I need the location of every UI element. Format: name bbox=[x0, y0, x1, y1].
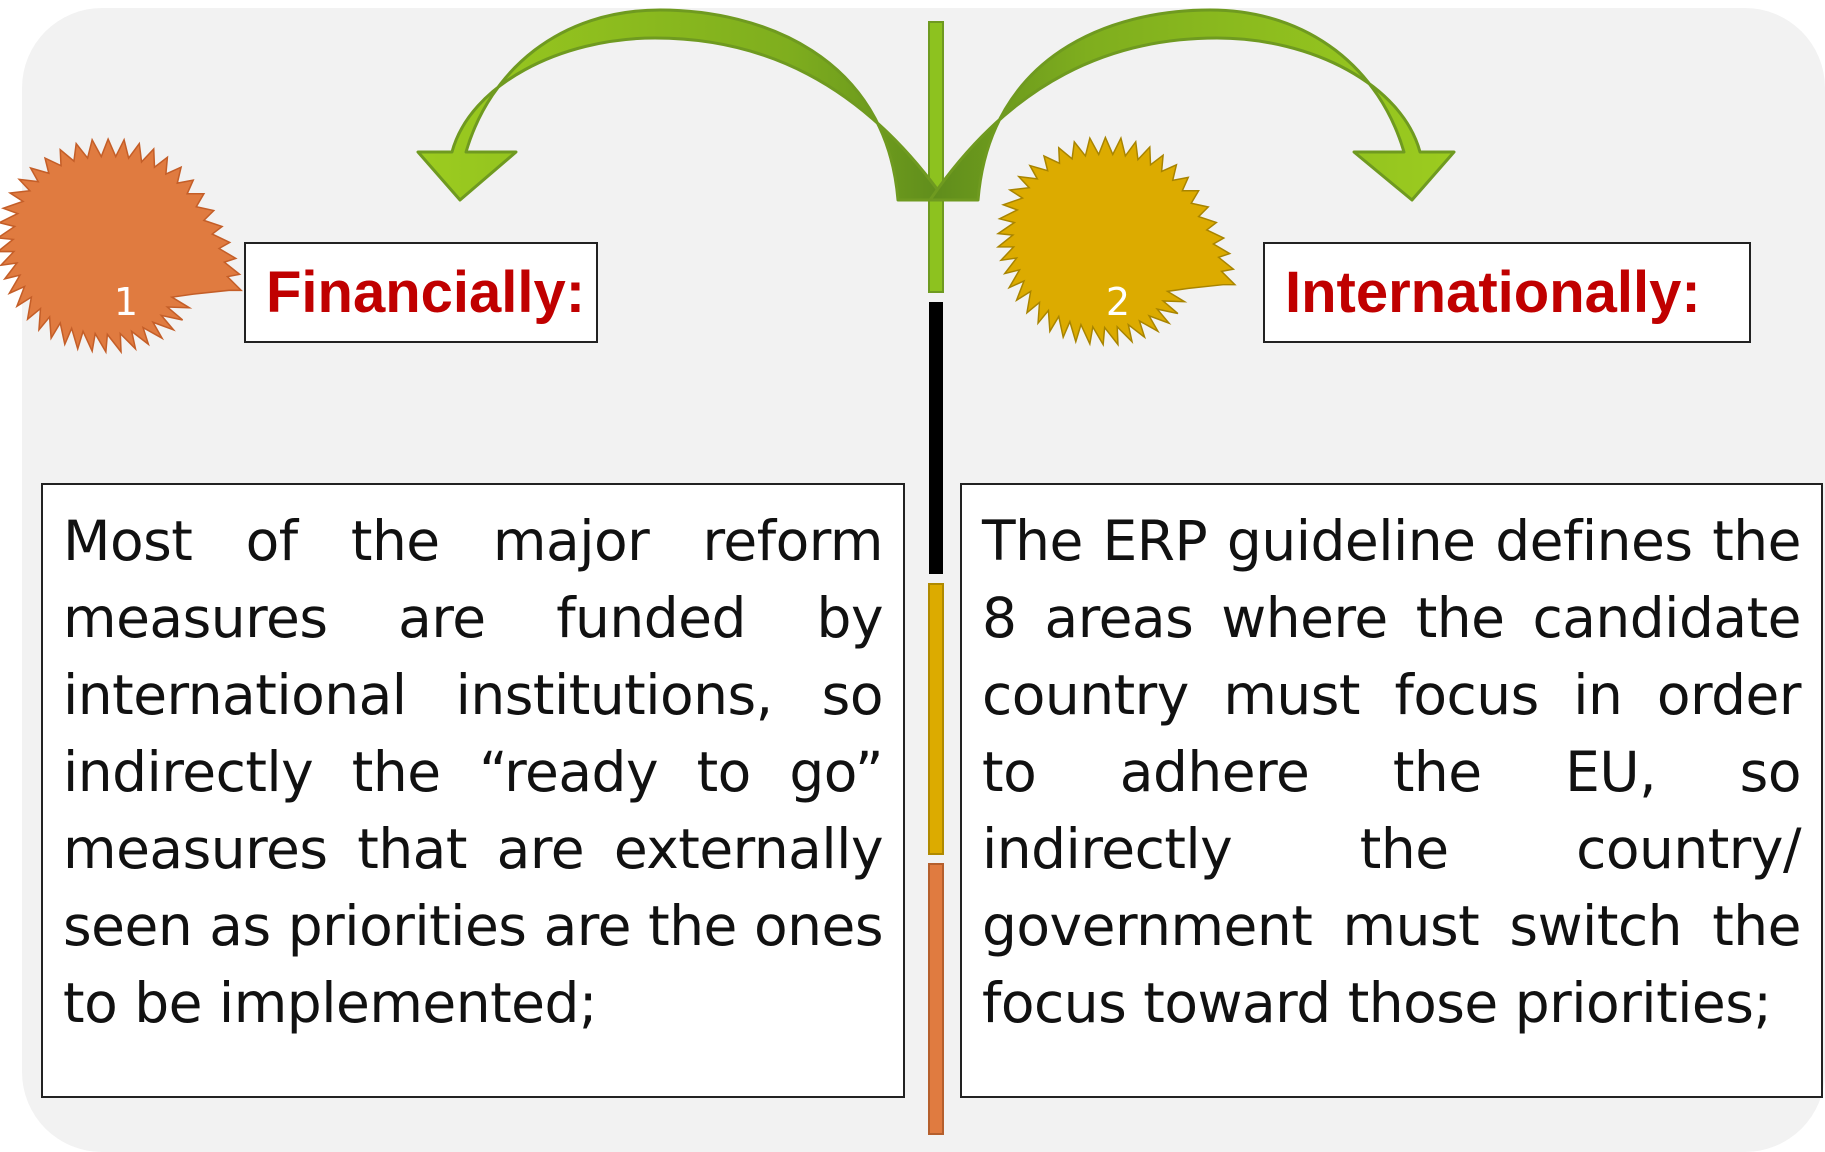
right-description: The ERP guideline defines the 8 areas wh… bbox=[982, 509, 1802, 1035]
divider-segment-orange bbox=[928, 863, 944, 1135]
heading-financially: Financially: bbox=[266, 260, 586, 325]
number-label-left: 1 bbox=[113, 280, 139, 324]
text-box-right: The ERP guideline defines the 8 areas wh… bbox=[960, 483, 1823, 1098]
heading-box-left: Financially: bbox=[244, 242, 598, 343]
heading-box-right: Internationally: bbox=[1263, 242, 1751, 343]
number-burst-right bbox=[995, 135, 1237, 348]
left-curved-arrow bbox=[416, 8, 947, 202]
number-label-right: 2 bbox=[1105, 280, 1131, 324]
right-curved-arrow bbox=[928, 8, 1456, 202]
divider-segment-green bbox=[928, 21, 944, 293]
heading-internationally: Internationally: bbox=[1285, 260, 1701, 325]
divider-segment-black bbox=[929, 302, 943, 574]
left-description: Most of the major reform measures are fu… bbox=[63, 509, 884, 1035]
number-burst-left bbox=[0, 137, 243, 355]
text-box-left: Most of the major reform measures are fu… bbox=[41, 483, 905, 1098]
divider-segment-gold bbox=[928, 583, 944, 855]
